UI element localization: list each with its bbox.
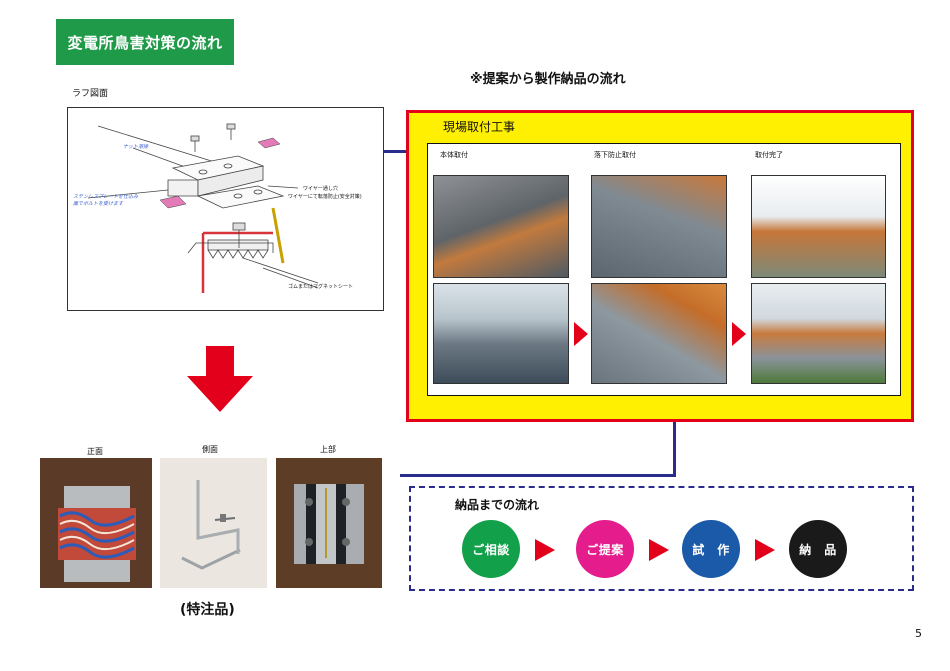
- column-label: 本体取付: [440, 151, 468, 159]
- rough-drawing-sketch: ナット溶接 ステンレスプレートを仕込み 面でボルトを受けます ワイヤー通し穴 ワ…: [73, 123, 362, 293]
- arrow-down-icon: [187, 346, 253, 416]
- arrow-right-icon: [535, 539, 555, 561]
- note-plate-1: ステンレスプレートを仕込み: [73, 193, 139, 200]
- photo-body-install-2: [433, 283, 569, 384]
- photo-complete-1: [751, 175, 886, 278]
- view-label-front: 正面: [87, 447, 103, 456]
- site-work-title: 現場取付工事: [443, 120, 516, 134]
- note-wire-1: ワイヤー通し穴: [303, 185, 338, 192]
- step-prototype: 試 作: [682, 520, 740, 578]
- rough-drawing: ナット溶接 ステンレスプレートを仕込み 面でボルトを受けます ワイヤー通し穴 ワ…: [67, 107, 384, 311]
- product-photo-side: [160, 458, 267, 588]
- connector-line: [673, 421, 676, 476]
- note-plate-2: 面でボルトを受けます: [73, 200, 124, 207]
- step-delivery: 納 品: [789, 520, 847, 578]
- special-order-caption: (特注品): [180, 602, 235, 618]
- photo-fall-prevention-2: [591, 283, 727, 384]
- product-photo-top: [276, 458, 382, 588]
- note-magnet: ゴムまたはマグネットシート: [288, 283, 353, 290]
- view-label-side: 側面: [202, 445, 218, 454]
- connector-line: [384, 150, 408, 153]
- step-consultation: ご相談: [462, 520, 520, 578]
- note-nut: ナット溶接: [123, 143, 149, 150]
- product-photo-front: [40, 458, 152, 588]
- column-label: 落下防止取付: [594, 151, 636, 159]
- rough-drawing-label: ラフ図面: [72, 89, 109, 99]
- view-label-top: 上部: [320, 445, 336, 454]
- page-title: 変電所鳥害対策の流れ: [56, 19, 234, 65]
- page-number: 5: [915, 627, 922, 640]
- arrow-right-icon: [755, 539, 775, 561]
- photo-complete-2: [751, 283, 886, 384]
- note-wire-2: ワイヤーにて転落防止(安全対策): [288, 193, 362, 200]
- arrow-right-icon: [732, 322, 746, 346]
- column-label: 取付完了: [755, 151, 783, 159]
- arrow-right-icon: [574, 322, 588, 346]
- delivery-flow-title: 納品までの流れ: [455, 498, 540, 512]
- photo-body-install-1: [433, 175, 569, 278]
- flow-subtitle: ※提案から製作納品の流れ: [470, 72, 626, 87]
- delivery-flow-panel: [409, 486, 914, 591]
- photo-fall-prevention-1: [591, 175, 727, 278]
- step-proposal: ご提案: [576, 520, 634, 578]
- arrow-right-icon: [649, 539, 669, 561]
- connector-line: [400, 474, 676, 477]
